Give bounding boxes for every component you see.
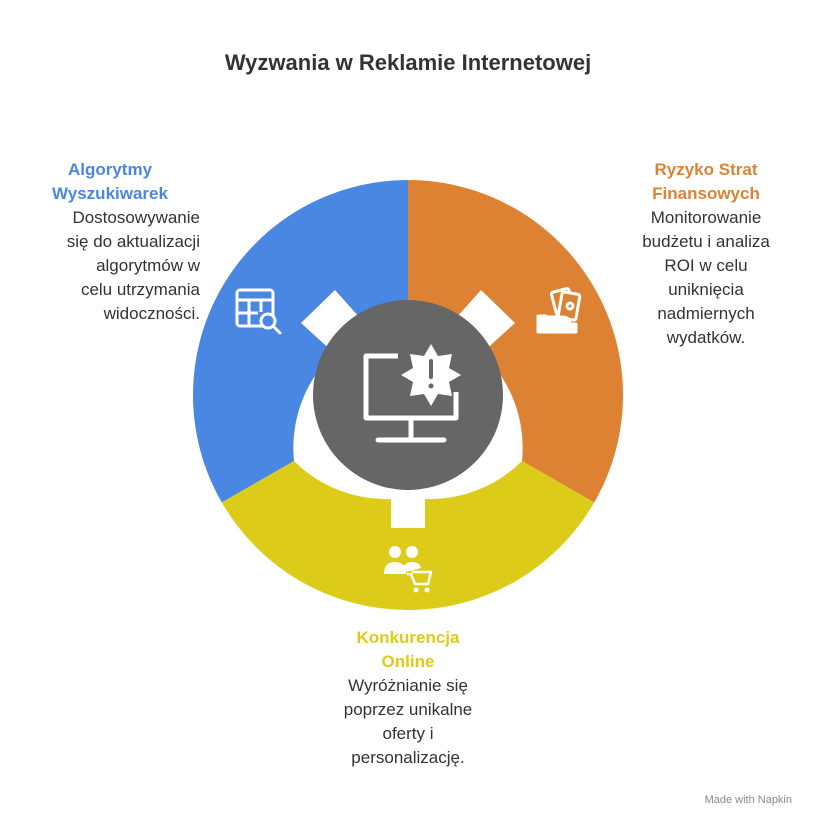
- label-ryzyko: Ryzyko Strat Finansowych Monitorowanie b…: [612, 158, 800, 350]
- center-circle: [313, 300, 503, 490]
- shoppers-cart-icon: [384, 546, 433, 593]
- heading-ryzyko: Ryzyko Strat Finansowych: [652, 160, 760, 203]
- money-hand-icon: [536, 287, 582, 334]
- label-konkurencja: Konkurencja Online Wyróżnianie się poprz…: [318, 626, 498, 770]
- segment-algorytmy: [192, 180, 408, 503]
- label-algorytmy: Algorytmy Wyszukiwarek Dostosowywanie si…: [20, 158, 200, 326]
- heading-algorytmy: Algorytmy Wyszukiwarek: [52, 160, 168, 203]
- segment-konkurencja: [221, 461, 595, 611]
- description-ryzyko: Monitorowanie budżetu i analiza ROI w ce…: [642, 208, 770, 347]
- search-table-icon: [235, 288, 282, 335]
- diagram-title: Wyzwania w Reklamie Internetowej: [224, 50, 592, 75]
- napkin-credit: Made with Napkin: [704, 794, 792, 806]
- heading-konkurencja: Konkurencja Online: [356, 628, 460, 671]
- segment-ryzyko: [408, 180, 624, 503]
- monitor-alert-icon: [363, 344, 461, 443]
- description-algorytmy: Dostosowywanie się do aktualizacji algor…: [66, 208, 200, 323]
- description-konkurencja: Wyróżnianie się poprzez unikalne oferty …: [343, 676, 473, 767]
